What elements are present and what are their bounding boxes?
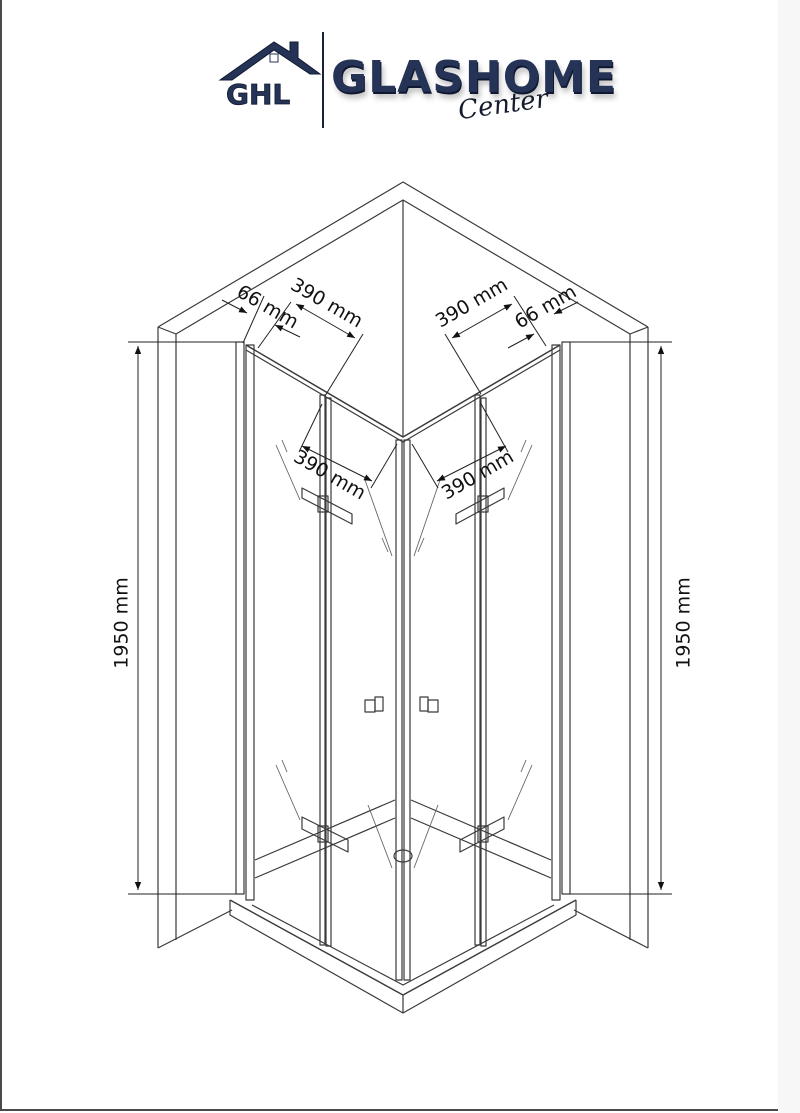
brand-logo: GHL GLASHOME Center xyxy=(218,30,616,140)
wall-top-outer xyxy=(157,181,649,328)
right-margin xyxy=(778,0,800,1113)
hinge-bottom-right xyxy=(459,816,505,853)
dim-height-left: 1950 mm xyxy=(110,577,133,669)
logo-divider xyxy=(322,32,324,128)
page-frame xyxy=(0,0,778,1111)
drain-icon xyxy=(393,849,413,863)
handle-left xyxy=(364,696,384,713)
brand-name: GLASHOME xyxy=(331,52,617,103)
hinge-bottom-left xyxy=(301,816,349,853)
hinge-top-right xyxy=(455,487,505,525)
dim-height-right: 1950 mm xyxy=(672,577,695,669)
handle-right xyxy=(419,696,439,713)
house-logo-icon: GHL xyxy=(218,41,322,110)
hinge-top-left xyxy=(301,487,353,525)
svg-text:GHL: GHL xyxy=(226,78,290,110)
